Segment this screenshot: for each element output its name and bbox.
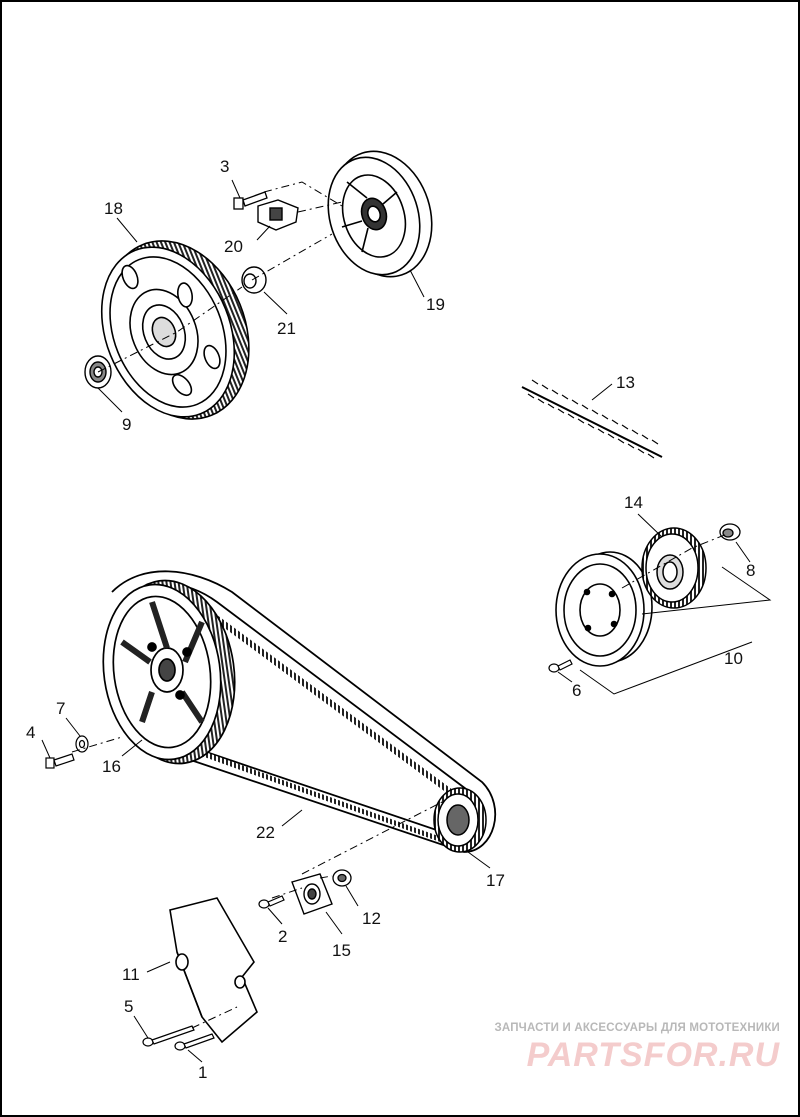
- rear-belt-sprocket: [102, 579, 236, 765]
- callout-9: 9: [122, 415, 131, 434]
- bolt-4: [45, 753, 75, 769]
- callout-15: 15: [332, 941, 351, 960]
- callout-2: 2: [278, 927, 287, 946]
- screw-5: [142, 1025, 195, 1047]
- callout-19: 19: [426, 295, 445, 314]
- clutch-shell: [555, 551, 653, 667]
- rear-pulley: [100, 240, 250, 420]
- callout-22: 22: [256, 823, 275, 842]
- callout-11: 11: [122, 965, 140, 984]
- centerlines-top: [97, 181, 343, 373]
- cushion-hub: [327, 150, 433, 278]
- callout-1: 1: [198, 1063, 207, 1082]
- washer-7: [75, 735, 89, 753]
- callout-3: 3: [220, 157, 229, 176]
- callout-4: 4: [26, 723, 35, 742]
- callout-7: 7: [56, 699, 65, 718]
- callout-20: 20: [224, 237, 243, 256]
- link-clips: [521, 379, 663, 459]
- screw-2: [258, 895, 285, 909]
- screw-6: [548, 659, 573, 673]
- nut-12: [332, 869, 352, 887]
- callout-10: 10: [724, 649, 743, 668]
- sprocket-cover: [169, 897, 258, 1044]
- callout-12: 12: [362, 909, 381, 928]
- callout-16: 16: [102, 757, 121, 776]
- centerlines-bottom: [71, 736, 443, 1029]
- callout-8: 8: [746, 561, 755, 580]
- callout-14: 14: [624, 493, 643, 512]
- front-sprocket: [641, 527, 707, 609]
- callout-18: 18: [104, 199, 123, 218]
- leaders-right: [579, 533, 772, 695]
- callout-13: 13: [616, 373, 635, 392]
- callout-17: 17: [486, 871, 505, 890]
- callout-21: 21: [277, 319, 296, 338]
- callout-6: 6: [572, 681, 581, 700]
- callout-leaders: [41, 179, 751, 1063]
- lock-plate: [291, 873, 333, 915]
- spacer: [241, 266, 267, 294]
- nut-8: [719, 523, 741, 541]
- watermark-logo: PARTSFOR.RU: [526, 1036, 780, 1074]
- front-belt-sprocket: [433, 787, 487, 853]
- screw-1: [174, 1033, 215, 1051]
- screw-3: [233, 191, 268, 210]
- isolator-block: [257, 199, 299, 231]
- watermark-tagline: ЗАПЧАСТИ И АКСЕССУАРЫ ДЛЯ МОТОТЕХНИКИ: [494, 1022, 780, 1034]
- watermark: ЗАПЧАСТИ И АКСЕССУАРЫ ДЛЯ МОТОТЕХНИКИ PA…: [480, 1022, 780, 1075]
- callout-5: 5: [124, 997, 133, 1016]
